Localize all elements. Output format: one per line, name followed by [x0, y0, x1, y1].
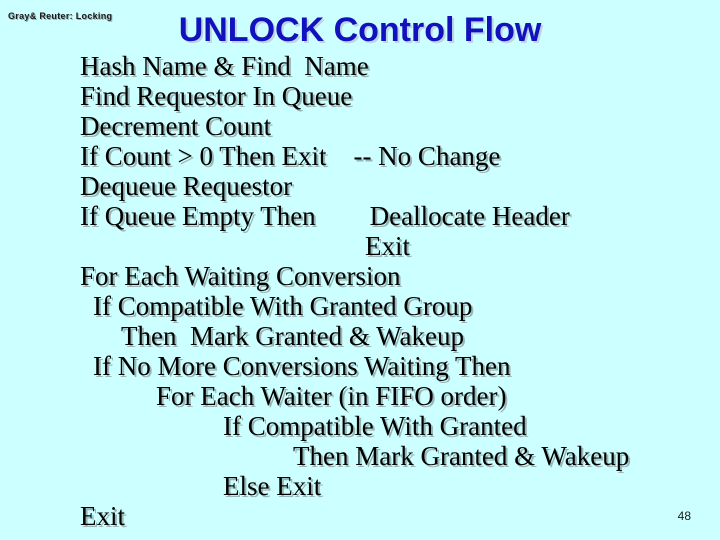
- page-number: 48: [677, 509, 691, 523]
- code-line: Find Requestor In Queue: [80, 81, 353, 111]
- code-line: Else Exit: [223, 471, 322, 501]
- code-line: If Count > 0 Then Exit -- No Change: [80, 141, 501, 171]
- code-line: Exit: [80, 501, 125, 531]
- slide-title: UNLOCK Control Flow: [178, 11, 542, 49]
- code-line: Decrement Count: [80, 111, 272, 141]
- slide-credit: Gray& Reuter: Locking: [8, 11, 113, 21]
- code-line: For Each Waiting Conversion: [80, 261, 401, 291]
- code-line: Hash Name & Find Name: [80, 51, 369, 81]
- code-line: Dequeue Requestor: [80, 171, 293, 201]
- code-line: For Each Waiter (in FIFO order): [156, 381, 507, 411]
- code-line: If Compatible With Granted: [223, 411, 527, 441]
- code-line: If Compatible With Granted Group: [93, 291, 473, 321]
- code-line: Then Mark Granted & Wakeup: [121, 321, 464, 351]
- code-line: Exit: [365, 231, 410, 261]
- code-line: If Queue Empty Then Deallocate Header: [80, 201, 570, 231]
- code-line: If No More Conversions Waiting Then: [93, 351, 511, 381]
- code-line: Then Mark Granted & Wakeup: [293, 441, 630, 471]
